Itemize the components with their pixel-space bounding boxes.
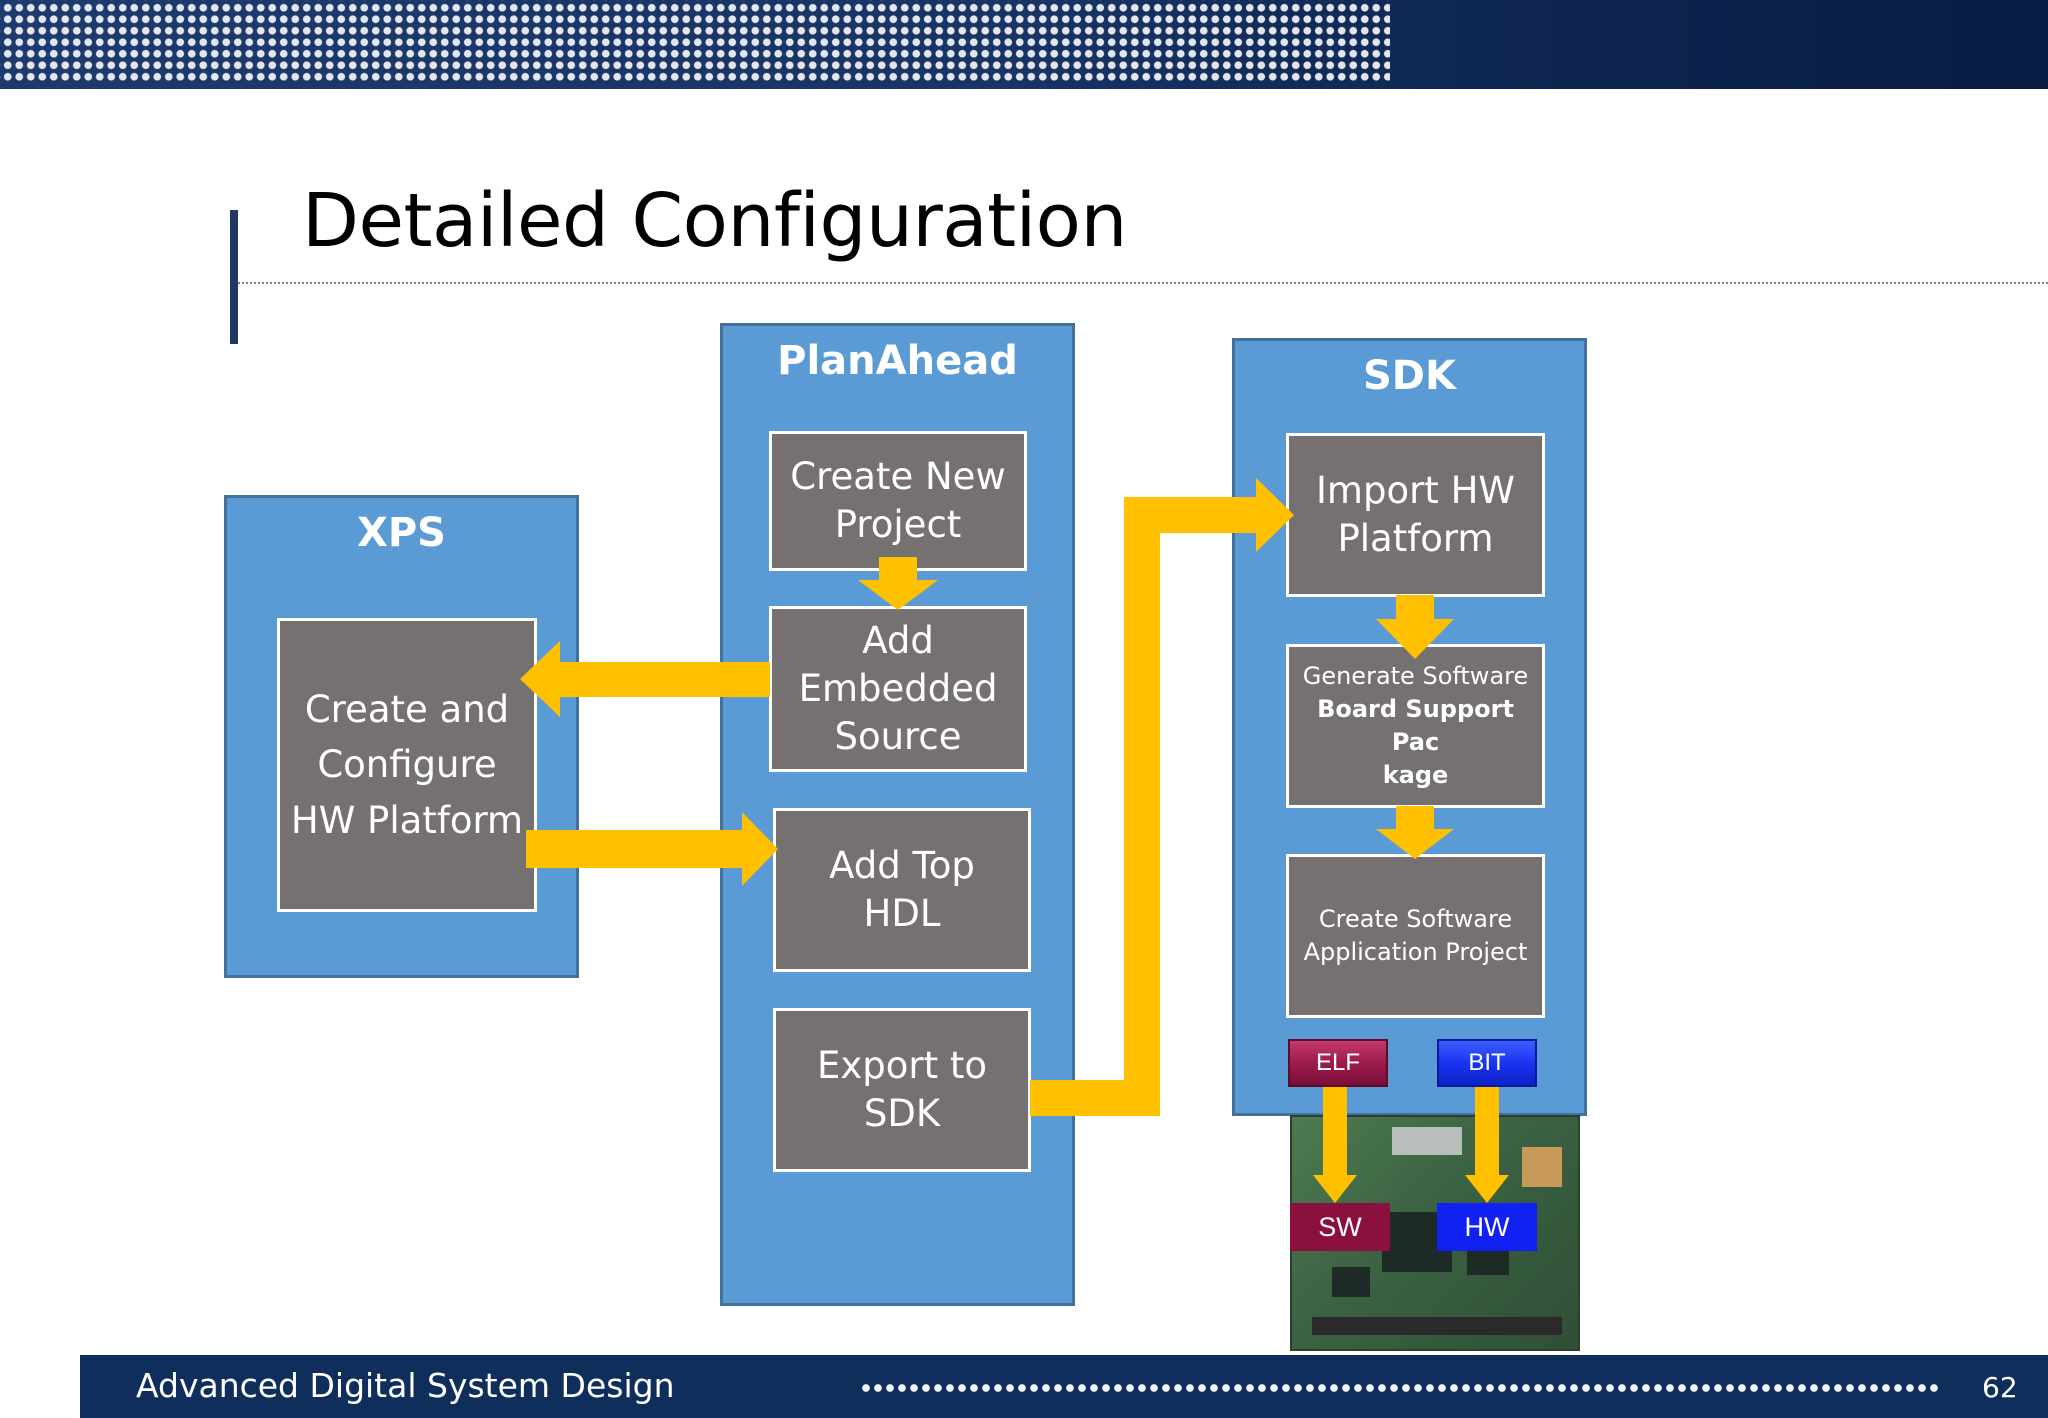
add-top-hdl-label: Add Top HDL — [829, 843, 975, 935]
arrow-embedded-to-xps-shaft — [558, 662, 770, 697]
arrow-import-to-bsp-head — [1376, 619, 1454, 659]
footer-dot-pattern — [860, 1383, 1940, 1393]
arrow-bit-to-hw-head — [1465, 1175, 1509, 1203]
sw-label: SW — [1318, 1211, 1362, 1242]
arrow-new-project-to-embedded-shaft — [879, 557, 917, 582]
page-number: 62 — [1982, 1371, 2018, 1404]
arrow-bsp-to-app-shaft — [1396, 806, 1434, 830]
arrow-bit-to-hw-shaft — [1475, 1087, 1499, 1177]
slide-title: Detailed Configuration — [302, 178, 1127, 264]
arrow-embedded-to-xps-head — [520, 641, 560, 717]
title-accent-bar — [230, 210, 238, 344]
add-embedded-source-box: Add Embedded Source — [769, 606, 1027, 772]
board-connector-bottom — [1312, 1317, 1562, 1335]
bit-tag: BIT — [1437, 1039, 1537, 1087]
generate-software-label: Generate Software — [1302, 661, 1529, 690]
generate-bsp-text: Generate Software Board Support Pac kage — [1295, 660, 1536, 792]
sdk-title: SDK — [1362, 353, 1456, 399]
board-chip-3 — [1332, 1267, 1370, 1297]
elf-label: ELF — [1315, 1049, 1360, 1076]
xps-title: XPS — [357, 510, 446, 556]
import-hw-platform-label: Import HW Platform — [1316, 468, 1515, 560]
create-new-project-box: Create New Project — [769, 431, 1027, 571]
arrow-export-to-import-shaft-3 — [1124, 497, 1260, 533]
generate-bsp-box: Generate Software Board Support Pac kage — [1286, 644, 1545, 808]
arrow-export-to-import-shaft-2 — [1124, 497, 1160, 1116]
header-dot-pattern — [0, 0, 1390, 84]
arrow-export-to-import-head — [1256, 478, 1294, 552]
create-configure-hw-label: Create and Configure HW Platform — [290, 687, 524, 842]
create-new-project-label: Create New Project — [790, 454, 1006, 546]
bit-label: BIT — [1468, 1049, 1506, 1076]
board-support-package-label-1: Board Support Pac — [1317, 694, 1514, 756]
export-to-sdk-label: Export to SDK — [816, 1043, 988, 1135]
export-to-sdk-box: Export to SDK — [773, 1008, 1031, 1172]
import-hw-platform-box: Import HW Platform — [1286, 433, 1545, 597]
add-top-hdl-box: Add Top HDL — [773, 808, 1031, 972]
create-app-project-box: Create Software Application Project — [1286, 854, 1545, 1018]
board-support-package-label-2: kage — [1382, 761, 1449, 790]
arrow-import-to-bsp-shaft — [1396, 595, 1434, 620]
arrow-new-project-to-embedded-head — [858, 580, 938, 610]
hw-tag: HW — [1437, 1203, 1537, 1251]
board-connector-right — [1522, 1147, 1562, 1187]
arrow-xps-to-top-hdl-head — [742, 812, 778, 886]
elf-tag: ELF — [1288, 1039, 1388, 1087]
sw-tag: SW — [1290, 1203, 1390, 1251]
footer-course-title: Advanced Digital System Design — [136, 1366, 675, 1405]
planahead-title: PlanAhead — [777, 338, 1018, 384]
add-embedded-source-label: Add Embedded Source — [798, 618, 998, 759]
title-underline — [238, 282, 2048, 284]
arrow-bsp-to-app-head — [1376, 829, 1454, 859]
arrow-elf-to-sw-shaft — [1323, 1087, 1347, 1177]
arrow-xps-to-top-hdl-shaft — [526, 830, 744, 868]
hw-label: HW — [1464, 1211, 1510, 1242]
create-configure-hw-box: Create and Configure HW Platform — [277, 618, 537, 912]
create-app-project-label: Create Software Application Project — [1303, 904, 1528, 966]
arrow-elf-to-sw-head — [1313, 1175, 1357, 1203]
board-connector-top — [1392, 1127, 1462, 1155]
